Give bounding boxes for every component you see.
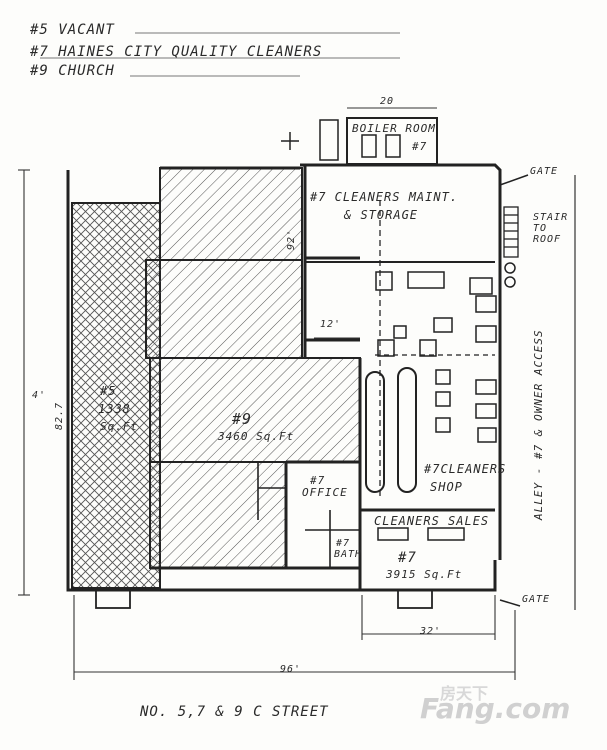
bottom-dim-32: 32' [420, 626, 442, 637]
legend-item-9: #9 CHURCH [30, 63, 115, 79]
building-walls [66, 163, 502, 592]
gate-top-label: GATE [530, 166, 559, 177]
corridor-dim: 12' [320, 319, 342, 330]
equipment-blocks [375, 262, 516, 541]
maint-label-line1: #7 CLEANERS MAINT. [310, 190, 459, 204]
stair-label-1: STAIR [533, 212, 569, 223]
cleaners-shop-line1: #7CLEANERS [424, 462, 507, 476]
unit-5-area: 1338 [98, 402, 131, 416]
boiler-room-label: BOILER ROOM [352, 122, 436, 135]
boiler-room [319, 107, 438, 165]
side-92-dim: 92' [286, 228, 297, 250]
legend-underlines [40, 32, 400, 77]
office-label: OFFICE [302, 486, 348, 499]
unit-9-lower [149, 461, 287, 569]
conveyor-left [365, 371, 385, 493]
stair-to-roof [503, 206, 519, 258]
unit-5-unit: Sq.Ft [100, 420, 139, 433]
stair-label-3: ROOF [533, 234, 562, 245]
cleaners-sales-label: CLEANERS SALES [374, 514, 490, 528]
plus-marker [281, 132, 299, 150]
stair-label-2: TO [533, 223, 548, 234]
boiler-width-dim: 20 [380, 96, 395, 107]
bath-label: BATH [334, 549, 363, 560]
unit-9-middle [145, 259, 303, 359]
bath-number: #7 [336, 538, 351, 549]
unit-5-number: #5 [100, 384, 117, 398]
sales-number: #7 [398, 550, 417, 566]
unit-9-upper [159, 167, 303, 261]
unit-9-main [149, 357, 361, 463]
gate-bottom-label: GATE [522, 594, 551, 605]
watermark-brand: Fang.com [420, 692, 571, 725]
dimension-lines [18, 169, 516, 680]
entry-step-5 [95, 589, 131, 609]
entry-step-7 [397, 589, 433, 609]
left-dim-a: 4' [32, 390, 47, 401]
maint-label-line2: & STORAGE [344, 208, 419, 222]
legend-item-5: #5 VACANT [30, 22, 115, 38]
office-bath-walls [257, 462, 360, 568]
left-dim-b: 82.7 [54, 401, 65, 430]
unit-9-area: 3460 Sq.Ft [218, 430, 295, 443]
unit-9-number: #9 [232, 410, 253, 428]
gate-top-swing [499, 174, 529, 186]
conveyor-right [397, 367, 417, 493]
bottom-dim-96: 96' [280, 664, 302, 675]
gate-bottom-swing [499, 599, 521, 607]
street-address: NO. 5,7 & 9 C STREET [140, 704, 329, 720]
boiler-room-num: #7 [412, 140, 428, 153]
alley-label: ALLEY - #7 & OWNER ACCESS [532, 329, 545, 520]
sales-area: 3915 Sq.Ft [386, 568, 463, 581]
watermark-cn: 房天下 [440, 684, 489, 703]
office-number: #7 [310, 474, 326, 487]
cleaners-shop-line2: SHOP [430, 480, 463, 494]
legend-item-7: #7 HAINES CITY QUALITY CLEANERS [30, 44, 323, 60]
